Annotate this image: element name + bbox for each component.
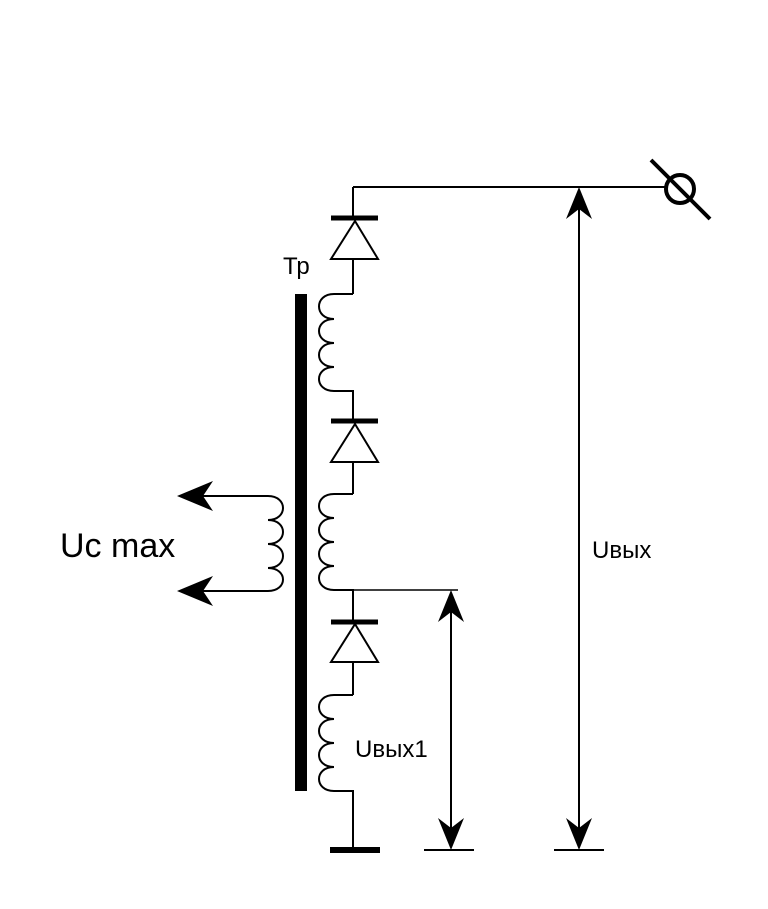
- output-voltage-label: Uвых: [592, 537, 652, 564]
- transformer-label: Тр: [283, 253, 310, 280]
- input-arrow-top: [177, 481, 213, 511]
- diode-3: [329, 619, 380, 695]
- output-terminal: [664, 173, 696, 205]
- input-arrow-bottom: [177, 576, 213, 606]
- primary-winding: [182, 495, 284, 592]
- secondary-winding-1: [318, 293, 354, 420]
- output-wire: [352, 186, 665, 217]
- diode-2: [329, 418, 380, 494]
- output-terminal-slash: [649, 158, 712, 221]
- uout1-dimension: [424, 590, 474, 851]
- uout-dimension: [554, 187, 604, 851]
- secondary-winding-2: [318, 493, 354, 620]
- secondary-winding-3: [318, 694, 354, 849]
- input-voltage-label: Uc max: [60, 527, 176, 565]
- stage-output-voltage-label: Uвых1: [355, 736, 428, 763]
- diode-1: [329, 215, 380, 294]
